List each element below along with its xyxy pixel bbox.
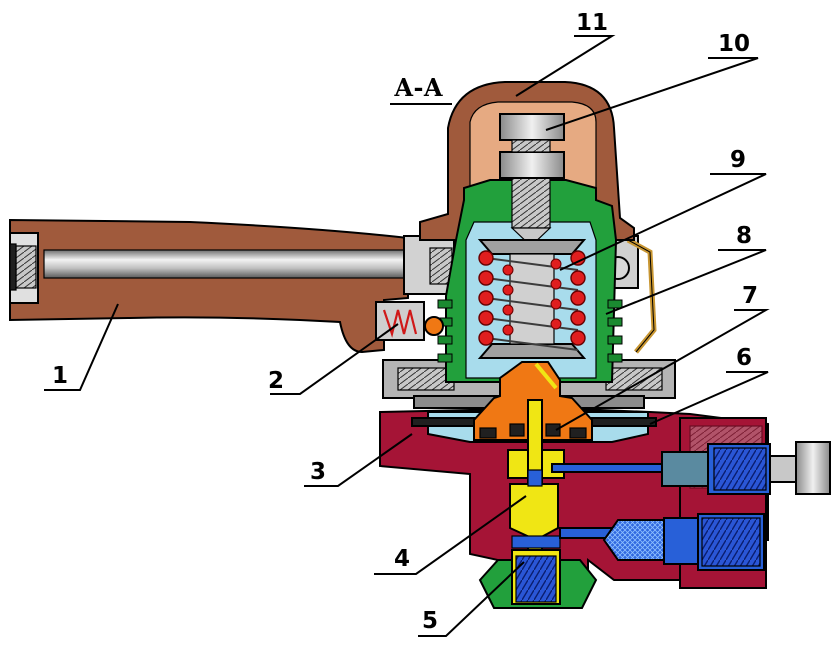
callout-6: 6 — [736, 345, 752, 371]
callout-4: 4 — [394, 546, 410, 572]
callout-10: 10 — [718, 31, 750, 57]
callout-5: 5 — [422, 608, 438, 634]
upper-fitting — [551, 441, 831, 495]
lower-fitting — [559, 513, 765, 571]
callout-9: 9 — [730, 147, 746, 173]
bottom-plug — [478, 549, 598, 609]
callout-11: 11 — [576, 10, 608, 36]
detent-spring — [375, 301, 444, 341]
callout-8: 8 — [736, 223, 752, 249]
callout-3: 3 — [310, 459, 326, 485]
callout-7: 7 — [742, 283, 758, 309]
lever-handle — [9, 218, 455, 354]
main-spring — [477, 239, 587, 359]
callout-leaders — [44, 35, 770, 637]
adjusting-screw — [499, 113, 565, 247]
callout-labels: 1 2 3 4 5 6 7 8 9 10 11 — [52, 10, 758, 634]
callout-1: 1 — [52, 363, 68, 389]
section-label: А-А — [394, 73, 444, 102]
callout-2: 2 — [268, 368, 284, 394]
